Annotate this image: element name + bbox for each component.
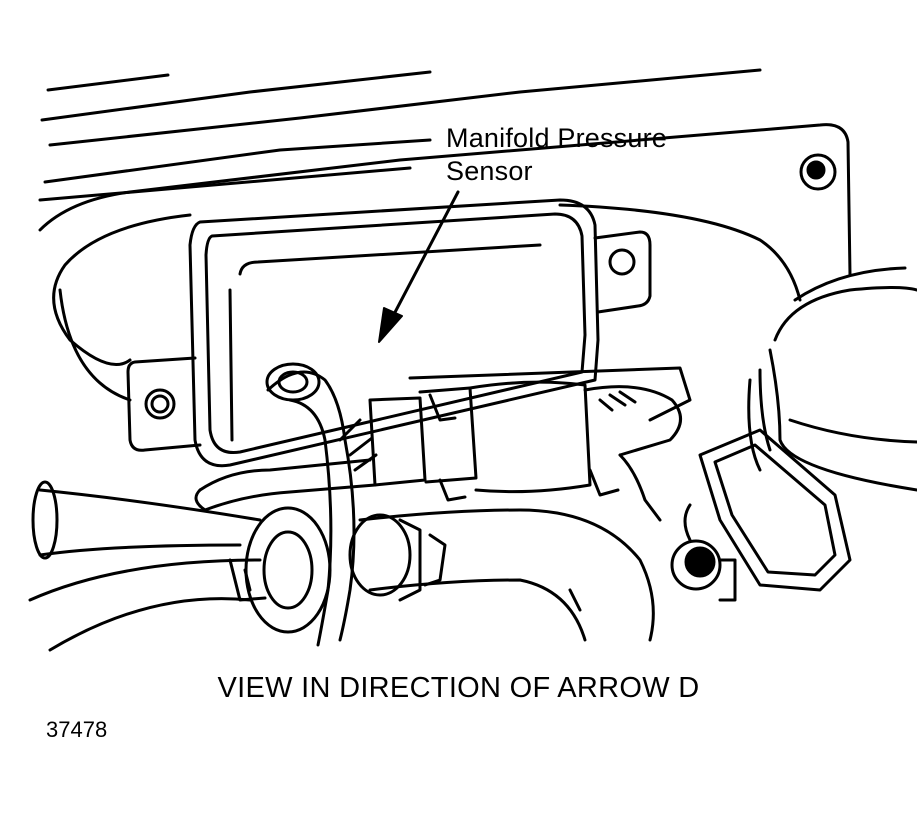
bulkhead-panel: [38, 123, 852, 302]
sensor-callout-label: Manifold Pressure Sensor: [446, 122, 667, 188]
panel-bolt: [799, 153, 837, 191]
callout-arrow: [378, 190, 460, 343]
callout-line-2: Sensor: [446, 156, 533, 186]
bracket-bolt: [670, 428, 852, 602]
recess-outline: [52, 213, 192, 402]
lower-pipe: [348, 508, 655, 642]
electrical-connector: [368, 366, 692, 522]
callout-line-1: Manifold Pressure: [446, 123, 667, 153]
vacuum-hose: [265, 362, 356, 647]
view-caption: VIEW IN DIRECTION OF ARROW D: [217, 672, 700, 704]
wire-harness: [194, 418, 378, 512]
lower-hoses: [28, 480, 332, 652]
sensor-housing: [126, 198, 652, 468]
right-canister: [747, 266, 917, 492]
hood-edge-lines: [40, 68, 762, 184]
figure-number: 37478: [46, 717, 108, 742]
